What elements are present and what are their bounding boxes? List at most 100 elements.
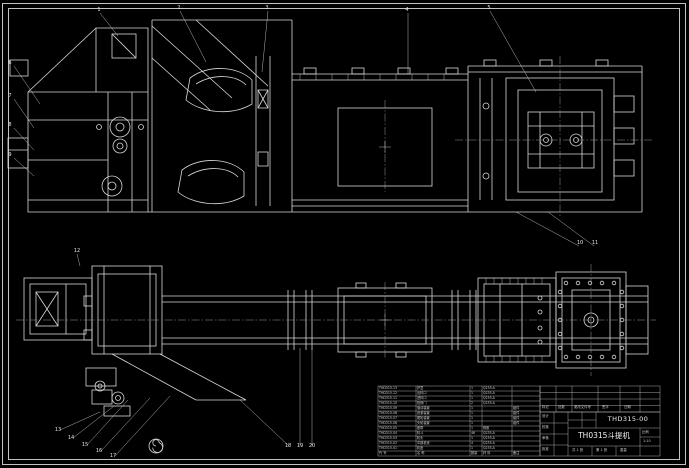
- bom-cell-code: THD315-06: [379, 421, 398, 425]
- bom-row: THD315-05 胶带 1 橡胶: [378, 426, 540, 431]
- bom-cell-qty: 2: [471, 401, 474, 405]
- drawing-title: TH0315斗提机: [578, 431, 630, 440]
- bom-header-material: 材 料: [483, 451, 491, 455]
- bom-row: THD315-03 机头 1 Q235-A: [378, 436, 540, 441]
- bom-cell-name: 头轮装置: [417, 421, 430, 425]
- bom-row: THD315-02 中部机壳 4 Q235-A: [378, 441, 540, 446]
- bom-row: THD315-09 驱动装置 1 组件: [378, 406, 540, 411]
- bom-cell-code: THD315-13: [379, 386, 398, 390]
- callout-number: 4: [405, 7, 409, 13]
- bom-cell-code: THD315-10: [379, 401, 398, 405]
- title-block-cell: 比例: [642, 430, 649, 434]
- bom-row: THD315-10 检修门 2 Q235-A: [378, 401, 540, 406]
- bom-cell-name: 机座: [417, 446, 424, 450]
- title-block-cell: 共 1 张: [572, 448, 584, 452]
- callout-number: 7: [8, 93, 12, 99]
- callout-number: 13: [54, 427, 62, 433]
- bom-cell-code: THD315-11: [379, 396, 398, 400]
- title-block-cell: 更改文件号: [574, 405, 591, 409]
- bom-cell-qty: 1: [471, 396, 474, 400]
- bom-header-remark: 备注: [513, 451, 520, 455]
- bom-table-grid: [377, 385, 541, 457]
- title-block-cell: 1:10: [643, 439, 651, 443]
- bom-cell-material: Q235-A: [483, 401, 495, 405]
- bom-cell-code: THD315-08: [379, 411, 398, 415]
- bom-cell-material: Q235-A: [483, 396, 495, 400]
- callout-number: 19: [296, 443, 304, 449]
- bom-cell-code: THD315-04: [379, 431, 398, 435]
- bom-cell-remark: 组件: [513, 416, 520, 420]
- bom-cell-qty: 4: [471, 441, 474, 445]
- sheet-border: [2, 3, 686, 465]
- bom-cell-code: THD315-01: [379, 446, 398, 450]
- callout-number: 14: [67, 435, 75, 441]
- bom-cell-material: Q235-A: [483, 431, 495, 435]
- callout-number: 2: [177, 5, 181, 11]
- bom-cell-code: THD315-07: [379, 416, 398, 420]
- bom-cell-name: 张紧装置: [417, 411, 430, 415]
- bom-cell-name: 中部机壳: [417, 441, 430, 445]
- callout-number: 1: [97, 7, 101, 13]
- bom-cell-code: THD315-12: [379, 391, 398, 395]
- title-block-cell: 第 1 张: [596, 448, 608, 452]
- bom-cell-name: 料斗: [417, 431, 424, 435]
- callout-number: 20: [308, 443, 316, 449]
- bom-cell-qty: 1: [471, 411, 474, 415]
- title-block-cell: 设计: [542, 414, 549, 418]
- plan-view: [23, 265, 649, 417]
- callout-number: 8: [8, 122, 12, 128]
- callout-number: 10: [576, 240, 584, 246]
- bom-cell-code: THD315-09: [379, 406, 398, 410]
- bom-cell-qty: 46: [471, 431, 476, 435]
- drawing-number: THD315-00: [607, 415, 649, 423]
- callout-number: 15: [81, 442, 89, 448]
- bom-cell-name: 驱动装置: [417, 406, 430, 410]
- bom-row: THD315-11 进料口 1 Q235-A: [378, 396, 540, 401]
- callout-number: 17: [109, 453, 117, 459]
- bom-cell-code: THD315-02: [379, 441, 398, 445]
- bom-row: THD315-01 机座 1 Q235-A: [378, 446, 540, 451]
- bom-cell-code: THD315-05: [379, 426, 398, 430]
- bom-cell-name: 尾轮装置: [417, 416, 430, 420]
- bom-cell-qty: 1: [471, 416, 474, 420]
- leader-lines: [13, 10, 595, 457]
- bom-cell-code: THD315-03: [379, 436, 398, 440]
- bom-cell-qty: 1: [471, 436, 474, 440]
- bom-cell-name: 护罩: [417, 386, 424, 390]
- callout-number: 5: [487, 5, 491, 11]
- bom-cell-qty: 1: [471, 406, 474, 410]
- callout-number: 12: [73, 248, 81, 254]
- title-block-cell: 标记: [542, 405, 549, 409]
- center-lines: [16, 56, 656, 376]
- bom-row: THD315-13 护罩 1 Q235-A: [378, 386, 540, 391]
- title-block-cell: 审核: [542, 436, 549, 440]
- bom-header-qty: 数量: [471, 451, 478, 455]
- title-block-cell: 校核: [542, 425, 549, 429]
- bom-cell-qty: 1: [471, 391, 474, 395]
- bom-row: THD315-04 料斗 46 Q235-A: [378, 431, 540, 436]
- title-block-cell: 重量: [620, 448, 627, 452]
- bom-cell-name: 机头: [417, 436, 424, 440]
- bom-row: THD315-12 出料口 1 Q235-A: [378, 391, 540, 396]
- bom-header-name: 名 称: [417, 451, 425, 455]
- bom-row: THD315-07 尾轮装置 1 组件: [378, 416, 540, 421]
- bom-header-code: 代 号: [379, 451, 387, 455]
- callout-number: 16: [95, 448, 103, 454]
- bom-cell-name: 出料口: [417, 391, 427, 395]
- bom-cell-name: 检修门: [417, 401, 427, 405]
- callout-number: 6: [8, 60, 12, 66]
- callout-number: 11: [591, 240, 599, 246]
- bom-cell-remark: 组件: [513, 406, 520, 410]
- bom-cell-name: 胶带: [417, 426, 424, 430]
- bom-header-row: 代 号 名 称 数量 材 料 备注: [378, 451, 540, 456]
- title-block-cell: 日期: [624, 405, 631, 409]
- stamp-logo: [148, 438, 164, 454]
- title-block-cell: 批准: [542, 447, 549, 451]
- parts-list-table: THD315-13 护罩 1 Q235-A THD315-12 出料口 1 Q2…: [378, 386, 540, 456]
- bom-cell-qty: 1: [471, 426, 474, 430]
- bom-cell-material: Q235-A: [483, 446, 495, 450]
- bom-cell-material: Q235-A: [483, 391, 495, 395]
- bom-cell-remark: 组件: [513, 411, 520, 415]
